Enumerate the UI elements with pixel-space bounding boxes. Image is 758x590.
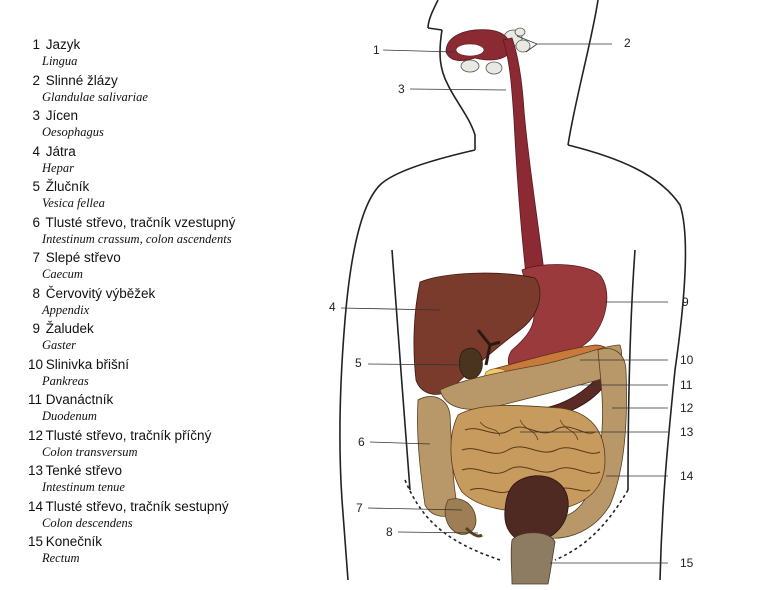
callout-11: 11 — [680, 378, 693, 392]
legend-item-8: 8 Červovitý výběžek Appendix — [28, 285, 328, 321]
legend-item-7: 7 Slepé střevo Caecum — [28, 249, 328, 285]
legend-item-9: 9 Žaludek Gaster — [28, 320, 328, 356]
legend-czech-name: Slepé střevo — [45, 250, 121, 265]
legend-item-1: 1 Jazyk Lingua — [28, 36, 328, 72]
legend-latin-name: Colon descendens — [42, 515, 133, 530]
legend-latin-name: Intestinum crassum, colon ascendents — [42, 231, 232, 246]
legend-item-2: 2 Slinné žlázy Glandulae salivariae — [28, 72, 328, 108]
legend-number: 8 — [32, 285, 40, 301]
legend-latin-name: Pankreas — [42, 373, 89, 388]
callout-4: 4 — [329, 300, 336, 314]
caecum — [444, 498, 477, 535]
organ-legend: 1 Jazyk Lingua 2 Slinné žlázy Glandulae … — [28, 36, 328, 569]
liver — [413, 272, 541, 395]
legend-item-6: 6 Tlusté střevo, tračník vzestupný Intes… — [28, 214, 328, 250]
legend-latin-name: Duodenum — [42, 409, 97, 423]
legend-number: 4 — [32, 143, 40, 159]
callout-8: 8 — [386, 525, 393, 539]
callout-6: 6 — [358, 435, 365, 449]
body-outline — [339, 0, 687, 581]
legend-latin-name: Intestinum tenue — [42, 480, 125, 494]
legend-number: 7 — [32, 250, 40, 265]
callout-5: 5 — [355, 356, 362, 370]
legend-latin-name: Gaster — [42, 338, 77, 352]
legend-number: 6 — [32, 214, 40, 230]
legend-latin-name: Rectum — [42, 551, 80, 565]
legend-czech-name: Konečník — [45, 534, 103, 549]
legend-number: 14 — [28, 498, 44, 514]
legend-number: 15 — [28, 534, 44, 549]
legend-czech-name: Tenké střevo — [45, 463, 123, 478]
legend-latin-name: Hepar — [42, 160, 74, 175]
bile-duct — [476, 329, 501, 366]
legend-latin-name: Oesophagus — [42, 125, 104, 139]
legend-czech-name: Slinné žlázy — [45, 72, 118, 88]
legend-number: 11 — [28, 392, 43, 407]
callout-15: 15 — [680, 556, 694, 570]
legend-czech-name: Jícen — [45, 108, 79, 123]
legend-item-15: 15 Konečník Rectum — [28, 533, 328, 569]
legend-czech-name: Slinivka břišní — [45, 356, 130, 372]
legend-czech-name: Dvanáctník — [45, 392, 114, 407]
gallbladder — [458, 347, 483, 380]
legend-latin-name: Vesica fellea — [42, 196, 105, 210]
legend-number: 5 — [32, 179, 40, 194]
legend-number: 3 — [32, 108, 40, 123]
callout-2: 2 — [624, 36, 631, 50]
legend-number: 12 — [28, 427, 44, 443]
legend-latin-name: Glandulae salivariae — [42, 89, 148, 104]
legend-item-12: 12 Tlusté střevo, tračník příčný Colon t… — [28, 427, 328, 463]
legend-czech-name: Tlusté střevo, tračník vzestupný — [45, 214, 236, 230]
legend-czech-name: Tlusté střevo, tračník příčný — [45, 427, 212, 443]
tongue — [445, 29, 511, 61]
callout-numbers: 1 2 3 4 5 6 7 8 9 10 11 12 13 14 15 — [329, 36, 694, 570]
callout-13: 13 — [680, 425, 694, 439]
legend-latin-name: Caecum — [42, 267, 83, 281]
legend-czech-name: Červovitý výběžek — [45, 285, 156, 301]
appendix — [464, 526, 483, 538]
legend-latin-name: Lingua — [42, 54, 78, 68]
legend-number: 10 — [28, 356, 44, 372]
legend-czech-name: Jazyk — [45, 37, 81, 52]
legend-item-4: 4 Játra Hepar — [28, 143, 328, 179]
legend-number: 2 — [32, 72, 40, 88]
callout-7: 7 — [356, 501, 363, 515]
legend-item-13: 13 Tenké střevo Intestinum tenue — [28, 462, 328, 498]
callout-3: 3 — [398, 82, 405, 96]
oesophagus — [502, 37, 546, 286]
legend-number: 13 — [28, 463, 44, 478]
legend-latin-name: Appendix — [42, 302, 90, 317]
legend-czech-name: Tlusté střevo, tračník sestupný — [45, 498, 229, 514]
legend-czech-name: Žaludek — [45, 321, 94, 336]
callout-10: 10 — [680, 353, 694, 367]
legend-latin-name: Colon transversum — [42, 444, 138, 459]
rectum — [510, 532, 556, 585]
legend-number: 1 — [32, 37, 40, 52]
legend-item-5: 5 Žlučník Vesica fellea — [28, 178, 328, 214]
legend-czech-name: Žlučník — [45, 179, 90, 194]
legend-item-3: 3 Jícen Oesophagus — [28, 107, 328, 143]
legend-item-11: 11 Dvanáctník Duodenum — [28, 391, 328, 427]
legend-item-10: 10 Slinivka břišní Pankreas — [28, 356, 328, 392]
legend-czech-name: Játra — [45, 143, 76, 159]
callout-14: 14 — [680, 469, 694, 483]
leader-lines — [340, 35, 668, 564]
callout-9: 9 — [682, 295, 689, 309]
callout-12: 12 — [680, 401, 694, 415]
callout-1: 1 — [373, 43, 380, 57]
legend-number: 9 — [32, 321, 40, 336]
legend-item-14: 14 Tlusté střevo, tračník sestupný Colon… — [28, 498, 328, 534]
